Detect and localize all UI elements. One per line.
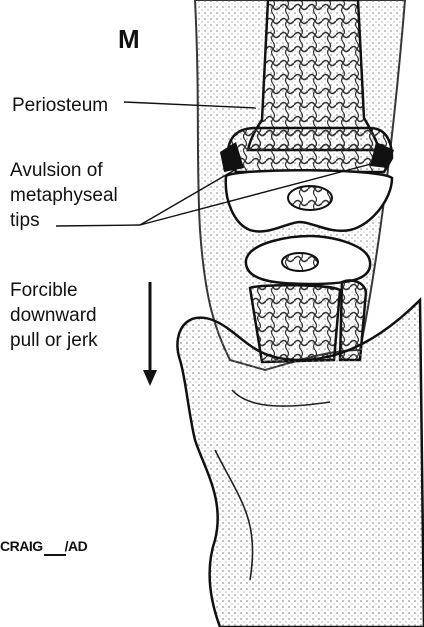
force-label-line2: downward [10, 304, 97, 327]
avulsion-leader-3 [56, 225, 140, 226]
periosteum-label: Periosteum [12, 94, 108, 117]
avulsion-label-line1: Avulsion of [10, 159, 103, 182]
artist-signature: CRAIG/AD [0, 538, 87, 554]
tibial-ossification-center [282, 253, 318, 271]
femoral-ossification-center [288, 186, 332, 210]
panel-letter: M [118, 28, 140, 51]
avulsion-label-line2: metaphyseal [10, 184, 118, 207]
signature-name: CRAIG [0, 538, 43, 554]
force-label-line3: pull or jerk [10, 329, 98, 352]
avulsion-label-line3: tips [10, 209, 40, 232]
force-arrow-head [143, 370, 157, 386]
tibia [250, 285, 340, 362]
force-label-line1: Forcible [10, 279, 78, 302]
signature-suffix: /AD [65, 538, 88, 554]
